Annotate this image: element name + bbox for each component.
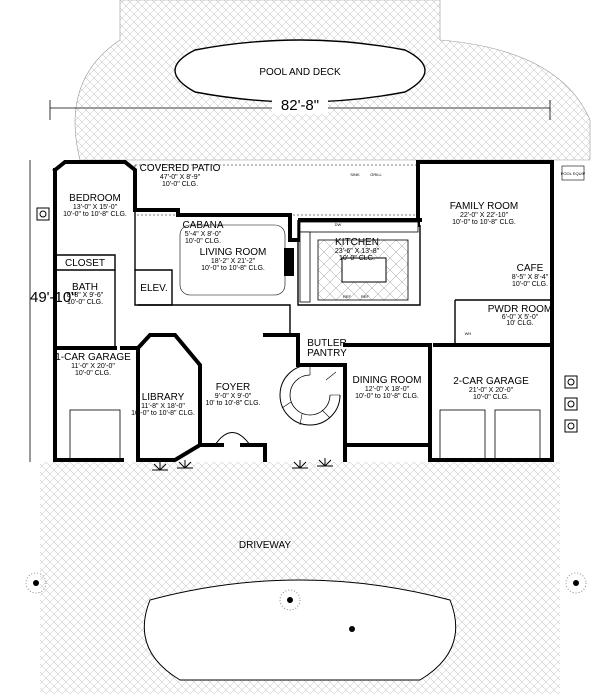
garage-door <box>69 409 121 461</box>
svg-text:23'-6" X 13'-8": 23'-6" X 13'-8" <box>335 248 380 255</box>
svg-text:LIVING ROOM: LIVING ROOM <box>200 247 267 258</box>
svg-text:COVERED PATIO: COVERED PATIO <box>140 163 221 174</box>
svg-text:PANTRY: PANTRY <box>307 348 347 359</box>
dw-label: DW <box>335 222 342 227</box>
svg-text:FAMILY ROOM: FAMILY ROOM <box>450 201 519 212</box>
svg-text:10'-0" CLG.: 10'-0" CLG. <box>185 238 221 245</box>
ac-unit-icon <box>36 207 50 221</box>
svg-text:BATH: BATH <box>72 282 98 293</box>
svg-text:2-CAR GARAGE: 2-CAR GARAGE <box>453 376 529 387</box>
svg-text:10'-0" CLG.: 10'-0" CLG. <box>473 394 509 401</box>
ac-unit-icon <box>564 419 578 433</box>
room-kitchen: KITCHEN 23'-6" X 13'-8" 10'-0" CLG. <box>335 237 380 262</box>
room-bath: BATH 8'-8" X 9'-6" 10'-0" CLG. <box>67 282 104 306</box>
svg-text:8'-5" X 8'-4": 8'-5" X 8'-4" <box>512 274 549 281</box>
svg-text:BUTLER: BUTLER <box>307 338 346 349</box>
room-garage-2: 2-CAR GARAGE 21'-0" X 20'-0" 10'-0" CLG. <box>453 376 529 401</box>
room-bedroom: BEDROOM 13'-0" X 15'-0" 10'-0" to 10'-8"… <box>63 193 127 218</box>
svg-text:10'-0" CLG.: 10'-0" CLG. <box>75 370 111 377</box>
svg-text:11'-0" X 20'-0": 11'-0" X 20'-0" <box>71 363 115 370</box>
svg-text:CAFE: CAFE <box>517 263 544 274</box>
plant-icon <box>292 460 308 469</box>
living-soffit <box>179 224 286 296</box>
spiral-stair <box>279 364 341 426</box>
svg-text:BEDROOM: BEDROOM <box>69 193 121 204</box>
garage-door <box>494 409 541 461</box>
sink-label: SINK <box>350 172 360 177</box>
ref-label: REF <box>361 294 370 299</box>
plant-icon <box>177 460 193 469</box>
front-entry <box>214 432 251 446</box>
svg-text:10'-0" to 10'-8" CLG.: 10'-0" to 10'-8" CLG. <box>201 265 265 272</box>
grill-label: GRILL <box>370 172 382 177</box>
ac-unit-icon <box>564 397 578 411</box>
kitchen-island <box>341 257 387 283</box>
svg-text:10'-0" CLG.: 10'-0" CLG. <box>162 181 198 188</box>
svg-text:5'-4" X 8'-0": 5'-4" X 8'-0" <box>185 231 222 238</box>
room-elev: ELEV. <box>140 283 167 294</box>
svg-text:FOYER: FOYER <box>216 382 250 393</box>
room-foyer: FOYER 9'-0" X 9'-0" 10' to 10'-8" CLG. <box>206 382 261 407</box>
room-butler-pantry: BUTLER PANTRY <box>307 338 347 359</box>
room-dining: DINING ROOM 12'-0" X 18'-0" 10'-0" to 10… <box>353 375 422 400</box>
room-cabana: CABANA 5'-4" X 8'-0" 10'-0" CLG. <box>182 220 223 245</box>
pool-equip-label: POOL EQUIP <box>561 171 586 176</box>
svg-text:10'-0" to 10'-8" CLG.: 10'-0" to 10'-8" CLG. <box>131 410 195 417</box>
plant-icon <box>152 462 168 471</box>
svg-text:CLOSET: CLOSET <box>65 258 105 269</box>
room-covered-patio: COVERED PATIO 47'-0" X 8'-9" 10'-0" CLG. <box>140 163 221 188</box>
svg-text:10'-0" CLG.: 10'-0" CLG. <box>67 299 103 306</box>
ref-label: REF <box>343 294 352 299</box>
svg-text:22'-0" X 22'-10": 22'-0" X 22'-10" <box>460 212 509 219</box>
kitchen-counter <box>299 221 419 233</box>
tree-icon <box>565 572 587 594</box>
svg-text:10'-0" to 10'-8" CLG.: 10'-0" to 10'-8" CLG. <box>63 211 127 218</box>
svg-text:12'-0" X 18'-0": 12'-0" X 18'-0" <box>365 386 410 393</box>
room-cafe: CAFE 8'-5" X 8'-4" 10'-0" CLG. <box>512 263 549 288</box>
svg-text:47'-0" X 8'-9": 47'-0" X 8'-9" <box>160 174 201 181</box>
room-pwdr: PWDR ROOM 6'-0" X 5'-0" 10' CLG. <box>488 304 552 327</box>
fireplace <box>284 248 294 276</box>
room-family: FAMILY ROOM 22'-0" X 22'-10" 10'-0" to 1… <box>450 201 519 226</box>
svg-text:LIBRARY: LIBRARY <box>142 392 185 403</box>
svg-text:KITCHEN: KITCHEN <box>335 237 379 248</box>
svg-text:21'-0" X 20'-0": 21'-0" X 20'-0" <box>469 387 514 394</box>
pool-label: POOL AND DECK <box>259 67 341 78</box>
svg-text:18'-2" X 21'-2": 18'-2" X 21'-2" <box>211 258 256 265</box>
svg-text:10' to 10'-8" CLG.: 10' to 10'-8" CLG. <box>206 400 261 407</box>
pool <box>174 39 426 103</box>
svg-text:8'-8" X 9'-6": 8'-8" X 9'-6" <box>67 292 104 299</box>
svg-text:PWDR ROOM: PWDR ROOM <box>488 304 552 315</box>
svg-text:10' CLG.: 10' CLG. <box>506 320 533 327</box>
width-dimension: 82'-8" <box>281 97 319 114</box>
svg-text:1-CAR GARAGE: 1-CAR GARAGE <box>55 352 131 363</box>
svg-text:10'-0" to 10'-8" CLG.: 10'-0" to 10'-8" CLG. <box>452 219 516 226</box>
room-living: LIVING ROOM 18'-2" X 21'-2" 10'-0" to 10… <box>200 247 267 272</box>
svg-text:9'-0" X 9'-0": 9'-0" X 9'-0" <box>215 393 252 400</box>
svg-text:10'-0" CLG.: 10'-0" CLG. <box>512 281 548 288</box>
svg-text:11'-8" X 18'-0": 11'-8" X 18'-0" <box>141 403 185 410</box>
garage-door <box>439 409 486 461</box>
motor-court <box>143 579 457 681</box>
covered-patio <box>134 164 419 216</box>
wh-label: WH <box>465 331 472 336</box>
svg-text:6'-0" X 5'-0": 6'-0" X 5'-0" <box>502 314 539 321</box>
plant-icon <box>317 458 333 467</box>
room-library: LIBRARY 11'-8" X 18'-0" 10'-0" to 10'-8"… <box>131 392 195 417</box>
svg-text:ELEV.: ELEV. <box>140 283 167 294</box>
svg-text:10'-0" to 10'-8" CLG.: 10'-0" to 10'-8" CLG. <box>355 393 419 400</box>
svg-text:13'-0" X 15'-0": 13'-0" X 15'-0" <box>73 204 118 211</box>
svg-text:DINING ROOM: DINING ROOM <box>353 375 422 386</box>
svg-text:CABANA: CABANA <box>182 220 223 231</box>
tree-icon <box>349 626 355 632</box>
room-closet: CLOSET <box>65 258 105 269</box>
room-garage-1: 1-CAR GARAGE 11'-0" X 20'-0" 10'-0" CLG. <box>55 352 131 377</box>
ac-unit-icon <box>564 375 578 389</box>
tree-icon <box>279 589 301 611</box>
tree-icon <box>25 572 47 594</box>
svg-text:10'-0" CLG.: 10'-0" CLG. <box>339 255 375 262</box>
driveway-label: DRIVEWAY <box>239 540 292 551</box>
